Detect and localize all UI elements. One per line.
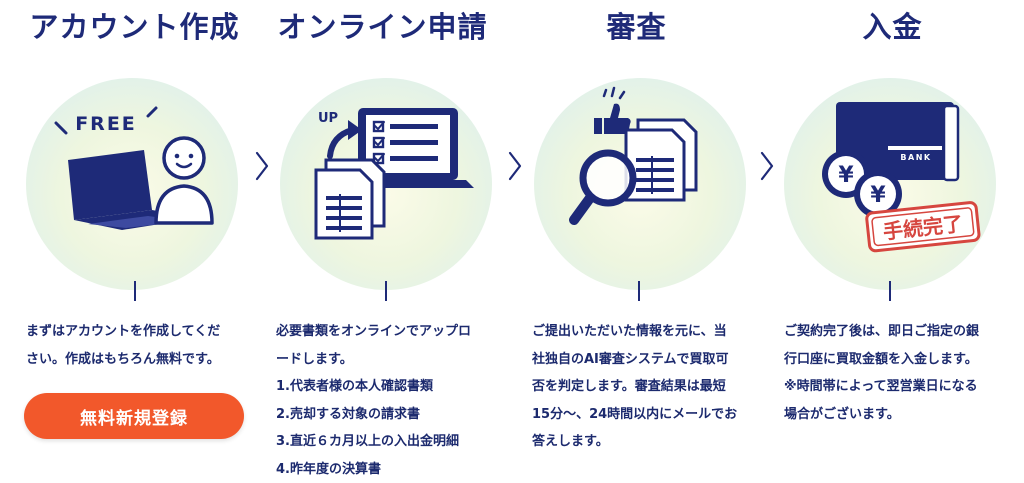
upload-label: UP bbox=[318, 111, 338, 126]
payment-illustration: BANK ¥ ¥ 手続完了 bbox=[784, 78, 996, 290]
desc-line: ご契約完了後は、即日ご指定の銀 bbox=[784, 324, 980, 339]
upload-illustration: UP bbox=[280, 78, 492, 290]
step-divider bbox=[889, 281, 891, 301]
desc-line: 否を判定します。審査結果は最短 bbox=[532, 379, 726, 394]
desc-line: 必要書類をオンラインでアップロ bbox=[276, 324, 472, 339]
required-doc-item: 1.代表者様の本人確認書類 bbox=[276, 379, 433, 394]
desc-line: 15分〜、24時間以内にメールでお bbox=[532, 406, 738, 422]
step-divider bbox=[134, 281, 136, 301]
magnifier-icon bbox=[569, 149, 637, 225]
step-description: 必要書類をオンラインでアップロ ードします。 1.代表者様の本人確認書類 2.売… bbox=[276, 318, 526, 483]
desc-line: 場合がございます。 bbox=[784, 406, 900, 422]
required-doc-item: 4.昨年度の決算書 bbox=[276, 461, 381, 477]
step-description: ご契約完了後は、即日ご指定の銀 行口座に買取金額を入金します。 ※時間帯によって… bbox=[784, 318, 1024, 428]
document-stack-icon bbox=[314, 158, 386, 240]
step-description: まずはアカウントを作成してくだ さい。作成はもちろん無料です。 bbox=[26, 318, 276, 373]
svg-text:¥: ¥ bbox=[870, 183, 886, 208]
person-icon bbox=[154, 136, 214, 225]
chevron-right-icon bbox=[255, 151, 269, 181]
thumbs-up-icon bbox=[594, 86, 631, 134]
step-divider bbox=[638, 281, 640, 301]
step-divider bbox=[385, 281, 387, 301]
document-stack-icon bbox=[624, 118, 698, 202]
account-illustration: FREE bbox=[26, 78, 238, 290]
free-badge-text: FREE bbox=[75, 113, 137, 135]
required-doc-item: 3.直近６カ月以上の入出金明細 bbox=[276, 434, 459, 449]
step-description: ご提出いただいた情報を元に、当 社独自のAI審査システムで買取可 否を判定します… bbox=[532, 318, 782, 456]
step-title: 入金 bbox=[862, 10, 923, 44]
step-title: オンライン申請 bbox=[277, 10, 488, 44]
desc-line: ※時間帯によって翌営業日になる bbox=[784, 379, 978, 394]
desc-line: ご提出いただいた情報を元に、当 bbox=[532, 324, 727, 339]
required-doc-item: 2.売却する対象の請求書 bbox=[276, 406, 420, 422]
svg-text:¥: ¥ bbox=[838, 163, 854, 188]
step-title: 審査 bbox=[606, 10, 667, 44]
desc-line: 行口座に買取金額を入金します。 bbox=[784, 351, 978, 367]
desc-line: 答えします。 bbox=[532, 434, 609, 449]
bank-label: BANK bbox=[900, 153, 931, 162]
completed-stamp-icon: 手続完了 bbox=[865, 201, 981, 253]
chevron-right-icon bbox=[508, 151, 522, 181]
free-signup-button[interactable]: 無料新規登録 bbox=[24, 393, 244, 439]
desc-line: まずはアカウントを作成してくだ bbox=[26, 324, 221, 339]
yen-coin-icon: ¥ ¥ bbox=[822, 150, 902, 218]
free-badge-icon: FREE bbox=[54, 106, 158, 135]
chevron-right-icon bbox=[760, 151, 774, 181]
review-illustration bbox=[534, 78, 746, 290]
upload-arrow-icon: UP bbox=[318, 111, 362, 159]
desc-line: さい。作成はもちろん無料です。 bbox=[26, 351, 220, 367]
desc-line: 社独自のAI審査システムで買取可 bbox=[532, 351, 729, 367]
desc-line: ードします。 bbox=[276, 351, 353, 367]
step-title: アカウント作成 bbox=[29, 10, 240, 44]
